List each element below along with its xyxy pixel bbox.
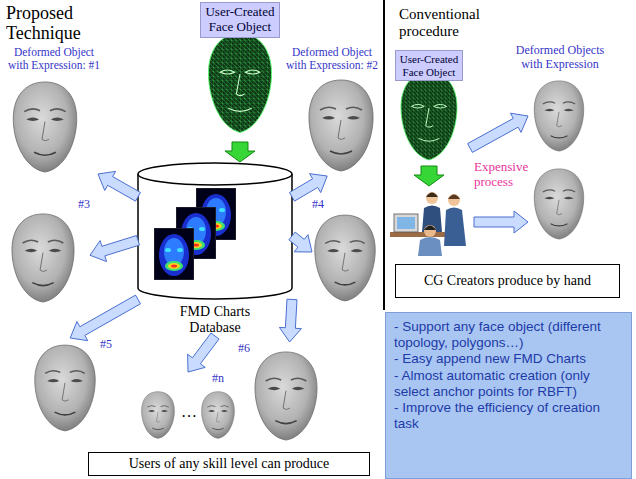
node-text: - Almost automatic creation (only select… [394,368,625,400]
node-text: #5 [30,338,112,352]
fmd-chart [154,228,194,280]
deformed-face [309,80,373,171]
cg-creators-illustration [390,192,466,256]
node-text: #3 [4,198,90,212]
database-cylinder [138,174,292,299]
node-text: - Easy append new FMD Charts [394,351,625,367]
node-text: #6 [238,342,324,356]
process-box: CG Creators produce by hand [395,264,620,298]
expression-face: #4 [312,198,380,306]
deformed-face [35,345,95,431]
flow-arrow [279,299,301,342]
node-text: - Improve the efficiency of creation tas… [394,400,625,432]
node-text: FMD Charts Database [167,304,263,336]
conventional-panel: Conventional procedureUser-Created Face … [383,0,628,310]
expression-face: Deformed Object with Expression: #1 [4,46,104,174]
node-text: Deformed Object with Expression: #1 [4,46,104,72]
flow-arrow [289,174,327,201]
label-anchor: Expensive process [474,160,532,190]
process-note: Expensive process [474,160,532,190]
deformed-face [13,82,76,172]
flow-arrow [70,295,140,341]
node-text: User-Created Face Object [200,2,280,38]
input-face-object: User-Created Face Object [395,50,463,166]
deformed-face [534,169,583,239]
node-text: Deformed Object with Expression: #2 [284,46,380,72]
flow-arrow [225,142,255,162]
process-arrow [474,211,528,233]
node-text: #4 [312,198,380,212]
flow-arrow [90,236,139,262]
deformed-face [315,215,375,301]
node-text: Deformed Objects with Expression [510,44,610,72]
wireframe-face [401,72,457,160]
wireframe-face [208,34,271,133]
deformed-face [142,392,175,439]
label-anchor: … [176,404,202,420]
deformed-face [202,392,235,439]
node-text: Conventional procedure [399,0,489,41]
expression-face: #5 [30,338,112,434]
deformed-face [12,214,74,302]
label-anchor: Proposed Technique [6,4,116,44]
process-arrow [468,113,528,152]
note-box: - Support any face object (different top… [385,312,632,479]
node-text: CG Creators produce by hand [400,273,615,289]
flow-arrow [289,232,312,252]
deformed-face [534,81,583,151]
ellipsis-mark: … [176,404,202,420]
database-cylinder-top [138,163,292,185]
node-text: - Support any face object (different top… [394,319,625,351]
process-arrow [414,166,444,186]
node-text: Users of any skill level can produce [93,456,365,472]
node-text: #n [140,372,236,386]
process-box: Users of any skill level can produce [88,452,370,476]
node-text: User-Created Face Object [395,50,463,81]
input-face-object: User-Created Face Object [200,2,280,142]
deformed-face [255,352,317,440]
fmd-database: FMD Charts Database [138,162,292,336]
flow-arrow [188,333,219,372]
flow-arrow [98,171,140,201]
expression-face-group: Deformed Objects with Expression [510,44,610,248]
section-heading: Proposed Technique [6,4,116,44]
expression-face: #3 [4,198,90,304]
expression-face: #6 [238,342,324,446]
expression-face: Deformed Object with Expression: #2 [284,46,380,176]
